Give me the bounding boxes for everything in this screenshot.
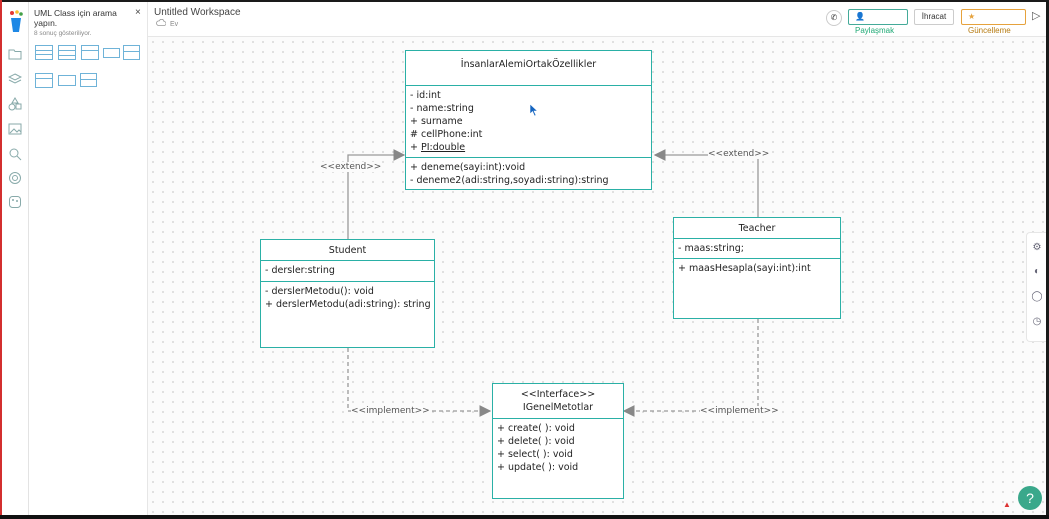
close-icon[interactable]: × [135, 7, 141, 18]
uml-class-shape[interactable] [58, 45, 76, 60]
folder-icon[interactable] [8, 47, 22, 61]
uml-class-student[interactable]: Student - dersler:string - derslerMetodu… [260, 239, 435, 348]
class-name: İnsanlarAlemiOrtakÖzellikler [460, 59, 597, 70]
class-attribute: + surname [410, 116, 463, 127]
history-icon[interactable]: ◷ [1032, 316, 1042, 327]
static-attr-prefix: + [410, 142, 421, 153]
class-method: + delete( ): void [497, 436, 575, 447]
interface-name: IGenelMetotlar [522, 402, 594, 413]
class-attribute: - dersler:string [265, 265, 335, 276]
export-button[interactable]: İhracat [914, 9, 954, 25]
comment-icon[interactable]: ◯ [1031, 291, 1043, 302]
workspace-location[interactable]: Ev [156, 19, 178, 28]
class-name: Student [328, 245, 367, 256]
class-method: - deneme2(adi:string,soyadi:string):stri… [410, 175, 609, 186]
class-method: + deneme(sayi:int):void [410, 162, 526, 173]
uml-package-shape[interactable] [80, 73, 97, 87]
extend-label-right: <<extend>> [708, 149, 770, 159]
share-button[interactable]: 👤 Paylaşmak [848, 9, 908, 35]
share-button-label: Paylaşmak [855, 26, 895, 35]
uml-class-shape[interactable] [81, 45, 99, 60]
warning-icon: ▲ [1003, 500, 1011, 509]
implement-label-left: <<implement>> [351, 406, 430, 416]
uml-class-shape[interactable] [58, 75, 76, 86]
update-button[interactable]: ★ Güncelleme [961, 9, 1026, 35]
uml-class-teacher[interactable]: Teacher - maas:string; + maasHesapla(say… [673, 217, 841, 319]
play-icon[interactable]: ▷ [1032, 10, 1041, 22]
class-method: + create( ): void [497, 423, 575, 434]
extend-connector-student[interactable] [347, 149, 406, 239]
mouse-cursor-icon [529, 103, 539, 117]
cloud-icon [156, 19, 166, 26]
uml-interface-genelmetotlar[interactable]: <<Interface>> IGenelMetotlar + create( )… [492, 383, 624, 499]
static-attr-name: PI:double [420, 142, 466, 153]
window-bottom-edge [0, 515, 1049, 519]
star-icon: ★ [968, 12, 976, 21]
left-rail [2, 2, 29, 515]
shapes-icon[interactable] [8, 97, 22, 111]
implement-connector-student[interactable] [347, 348, 492, 417]
uml-class-shape[interactable] [103, 48, 120, 58]
class-method: + update( ): void [497, 462, 579, 473]
user-icon: 👤 [855, 12, 865, 21]
update-button-label: Güncelleme [968, 26, 1011, 35]
workspace-location-label: Ev [170, 21, 179, 28]
uml-class-shape[interactable] [35, 45, 53, 60]
help-button[interactable]: ? [1018, 486, 1042, 510]
class-attribute: - name:string [410, 103, 474, 114]
class-attribute: # cellPhone:int [410, 129, 483, 140]
image-icon[interactable] [8, 122, 22, 136]
window-edge [0, 0, 2, 519]
implement-connector-teacher[interactable] [622, 319, 759, 417]
phone-icon[interactable]: ✆ [826, 10, 842, 26]
class-method: + select( ): void [497, 449, 573, 460]
shape-search-panel: UML Class için arama yapın. × 8 sonuç gö… [29, 2, 148, 515]
uml-class-shape[interactable] [35, 73, 53, 88]
uml-class-shape[interactable] [123, 45, 140, 60]
extend-connector-teacher[interactable] [653, 149, 759, 217]
uml-class-parent[interactable]: İnsanlarAlemiOrtakÖzellikler - id:int - … [405, 50, 652, 190]
palette-icon[interactable]: ◐ [1033, 266, 1041, 277]
implement-label-right: <<implement>> [700, 406, 779, 416]
class-attribute: - maas:string; [678, 243, 744, 254]
class-method: + maasHesapla(sayi:int):int [678, 263, 811, 274]
search-icon[interactable] [8, 147, 22, 161]
workspace-title[interactable]: Untitled Workspace [154, 7, 241, 18]
class-attribute: - id:int [410, 90, 441, 101]
class-attribute-static: + PI:double [410, 142, 465, 153]
class-method: - derslerMetodu(): void [265, 286, 374, 297]
target-icon[interactable] [8, 171, 22, 185]
app-logo-icon [10, 10, 23, 32]
settings-page-icon[interactable]: ⚙ [1032, 242, 1042, 253]
interface-stereotype: <<Interface>> [520, 389, 596, 400]
palette-icon[interactable] [8, 195, 22, 209]
layers-icon[interactable] [8, 72, 22, 86]
top-bar: Untitled Workspace Ev ✆ 👤 Paylaşmak İhra… [148, 2, 1046, 37]
extend-label-left: <<extend>> [320, 162, 382, 172]
class-method: + derslerMetodu(adi:string): string [265, 299, 431, 310]
class-name: Teacher [738, 223, 776, 234]
export-button-label: İhracat [921, 12, 947, 21]
panel-search-title: UML Class için arama yapın. [34, 8, 117, 28]
panel-result-count: 8 sonuç gösteriliyor. [34, 30, 92, 37]
right-toolbar: ⚙ ◐ ◯ ◷ [1026, 232, 1046, 342]
